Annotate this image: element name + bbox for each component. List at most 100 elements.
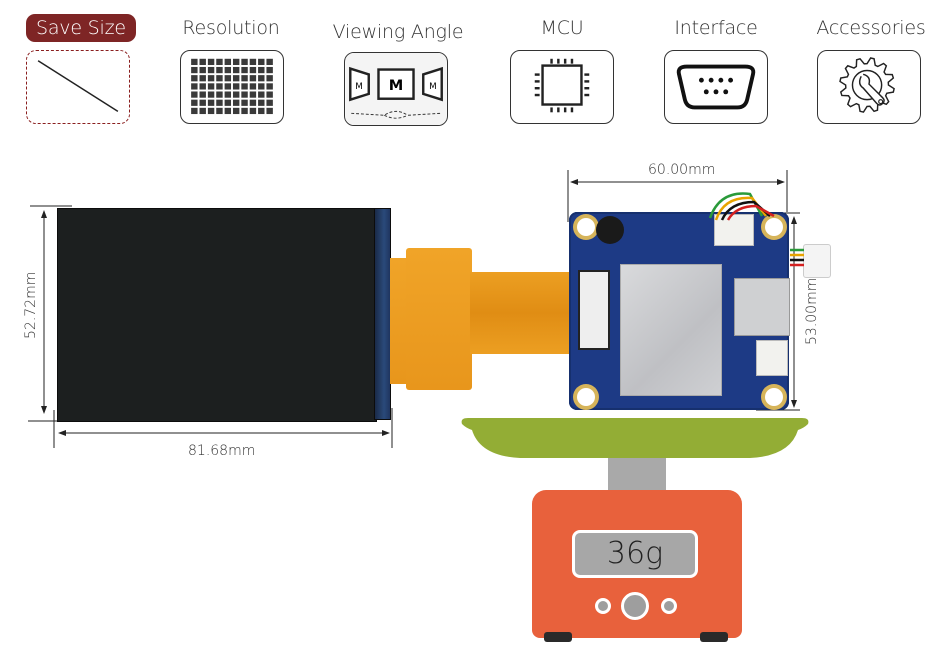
scale-button-right[interactable] — [661, 598, 677, 614]
tab-save-size[interactable]: Save Size — [26, 14, 136, 42]
pixel-cell — [224, 58, 232, 66]
pixel-cell — [216, 66, 223, 74]
diagonal-size-icon[interactable] — [26, 50, 130, 124]
lcd-panel — [57, 208, 377, 422]
pixel-cell — [191, 91, 198, 98]
mount-hole — [577, 388, 595, 406]
power-connector — [756, 340, 788, 376]
pixel-cell — [241, 91, 248, 98]
pixel-cell — [224, 107, 232, 115]
tab-resolution[interactable]: Resolution — [176, 14, 286, 42]
pixel-cell — [249, 75, 257, 82]
pixel-cell — [266, 66, 273, 74]
scale-tray — [461, 418, 809, 458]
scale-button-left[interactable] — [595, 598, 611, 614]
pixel-cell — [191, 83, 198, 90]
pixel-cell — [266, 58, 273, 66]
pixel-cell — [216, 107, 223, 115]
tab-label: Interface — [674, 17, 758, 39]
pixel-grid-icon[interactable] — [180, 50, 284, 124]
pixel-cell — [258, 58, 265, 66]
scale-foot — [544, 632, 572, 642]
pixel-cell — [249, 91, 257, 98]
pixel-cell — [232, 107, 240, 115]
pixel-cell — [258, 107, 265, 115]
pixel-cell — [241, 99, 248, 106]
tab-interface[interactable]: Interface — [662, 14, 770, 42]
pixel-cell — [266, 107, 273, 115]
board-width-label: 60.00mm — [648, 162, 716, 178]
pixel-cell — [232, 91, 240, 98]
scale-button-center[interactable] — [621, 592, 649, 620]
pixel-cell — [266, 83, 273, 90]
board-height-label: 53.00mm — [804, 277, 820, 345]
pixel-cell — [216, 91, 223, 98]
pixel-cell — [224, 66, 232, 74]
pixel-cell — [207, 99, 215, 106]
viewing-angle-icon[interactable]: M M M — [344, 52, 448, 126]
mount-hole — [765, 218, 783, 236]
pixel-cell — [249, 83, 257, 90]
scale-stem — [608, 458, 666, 492]
pixel-cell — [232, 58, 240, 66]
pixel-cell — [266, 99, 273, 106]
viewing-angle-letter-left: M — [355, 82, 363, 92]
pixel-cell — [216, 58, 223, 66]
pixel-cell — [266, 91, 273, 98]
pixel-cell — [207, 75, 215, 82]
pixel-cell — [258, 99, 265, 106]
lcd-edge — [374, 208, 391, 420]
chip-icon[interactable] — [510, 50, 614, 124]
pixel-cell — [232, 75, 240, 82]
sd-card-slot — [734, 278, 790, 336]
pixel-cell — [241, 83, 248, 90]
tab-viewing-angle[interactable]: Viewing Angle — [328, 18, 468, 46]
pixel-cell — [224, 75, 232, 82]
mcu-shield — [620, 264, 722, 396]
lcd-width-label: 81.68mm — [188, 443, 256, 459]
pixel-cell — [216, 75, 223, 82]
pixel-cell — [258, 75, 265, 82]
pixel-cell — [191, 99, 198, 106]
pixel-cell — [207, 91, 215, 98]
viewing-angle-letter-center: M — [389, 77, 404, 94]
uart-connector — [714, 214, 754, 246]
pixel-cell — [258, 66, 265, 74]
serial-port-icon[interactable] — [664, 50, 768, 124]
pixel-cell — [224, 99, 232, 106]
pixel-cell — [199, 99, 206, 106]
pixel-cell — [199, 75, 206, 82]
pixel-cell — [199, 58, 206, 66]
pixel-cell — [191, 107, 198, 115]
pixel-cell — [207, 107, 215, 115]
pixel-cell — [207, 58, 215, 66]
mount-hole — [577, 218, 595, 236]
pixel-cell — [249, 58, 257, 66]
pixel-cell — [191, 75, 198, 82]
pixel-cell — [216, 83, 223, 90]
gear-wrench-icon[interactable] — [817, 50, 921, 124]
buzzer — [596, 216, 624, 244]
pixel-cell — [249, 99, 257, 106]
tab-label: Resolution — [182, 17, 280, 39]
pixel-cell — [191, 58, 198, 66]
pixel-cell — [232, 99, 240, 106]
pixel-cell — [199, 66, 206, 74]
pixel-cell — [258, 91, 265, 98]
tab-mcu[interactable]: MCU — [508, 14, 616, 42]
side-connector — [803, 244, 831, 278]
pixel-cell — [258, 83, 265, 90]
scale-foot — [700, 632, 728, 642]
pixel-cell — [207, 83, 215, 90]
pixel-cell — [224, 91, 232, 98]
fpc-cable-wide — [406, 248, 472, 390]
pixel-cell — [199, 107, 206, 115]
tab-label: Save Size — [26, 14, 136, 42]
tab-label: MCU — [540, 17, 584, 39]
pixel-cell — [216, 99, 223, 106]
tab-accessories[interactable]: Accessories — [816, 14, 926, 42]
weight-display: 36g — [572, 530, 698, 578]
tab-label: Accessories — [816, 17, 926, 39]
tab-label: Viewing Angle — [332, 21, 464, 43]
pixel-cell — [241, 75, 248, 82]
